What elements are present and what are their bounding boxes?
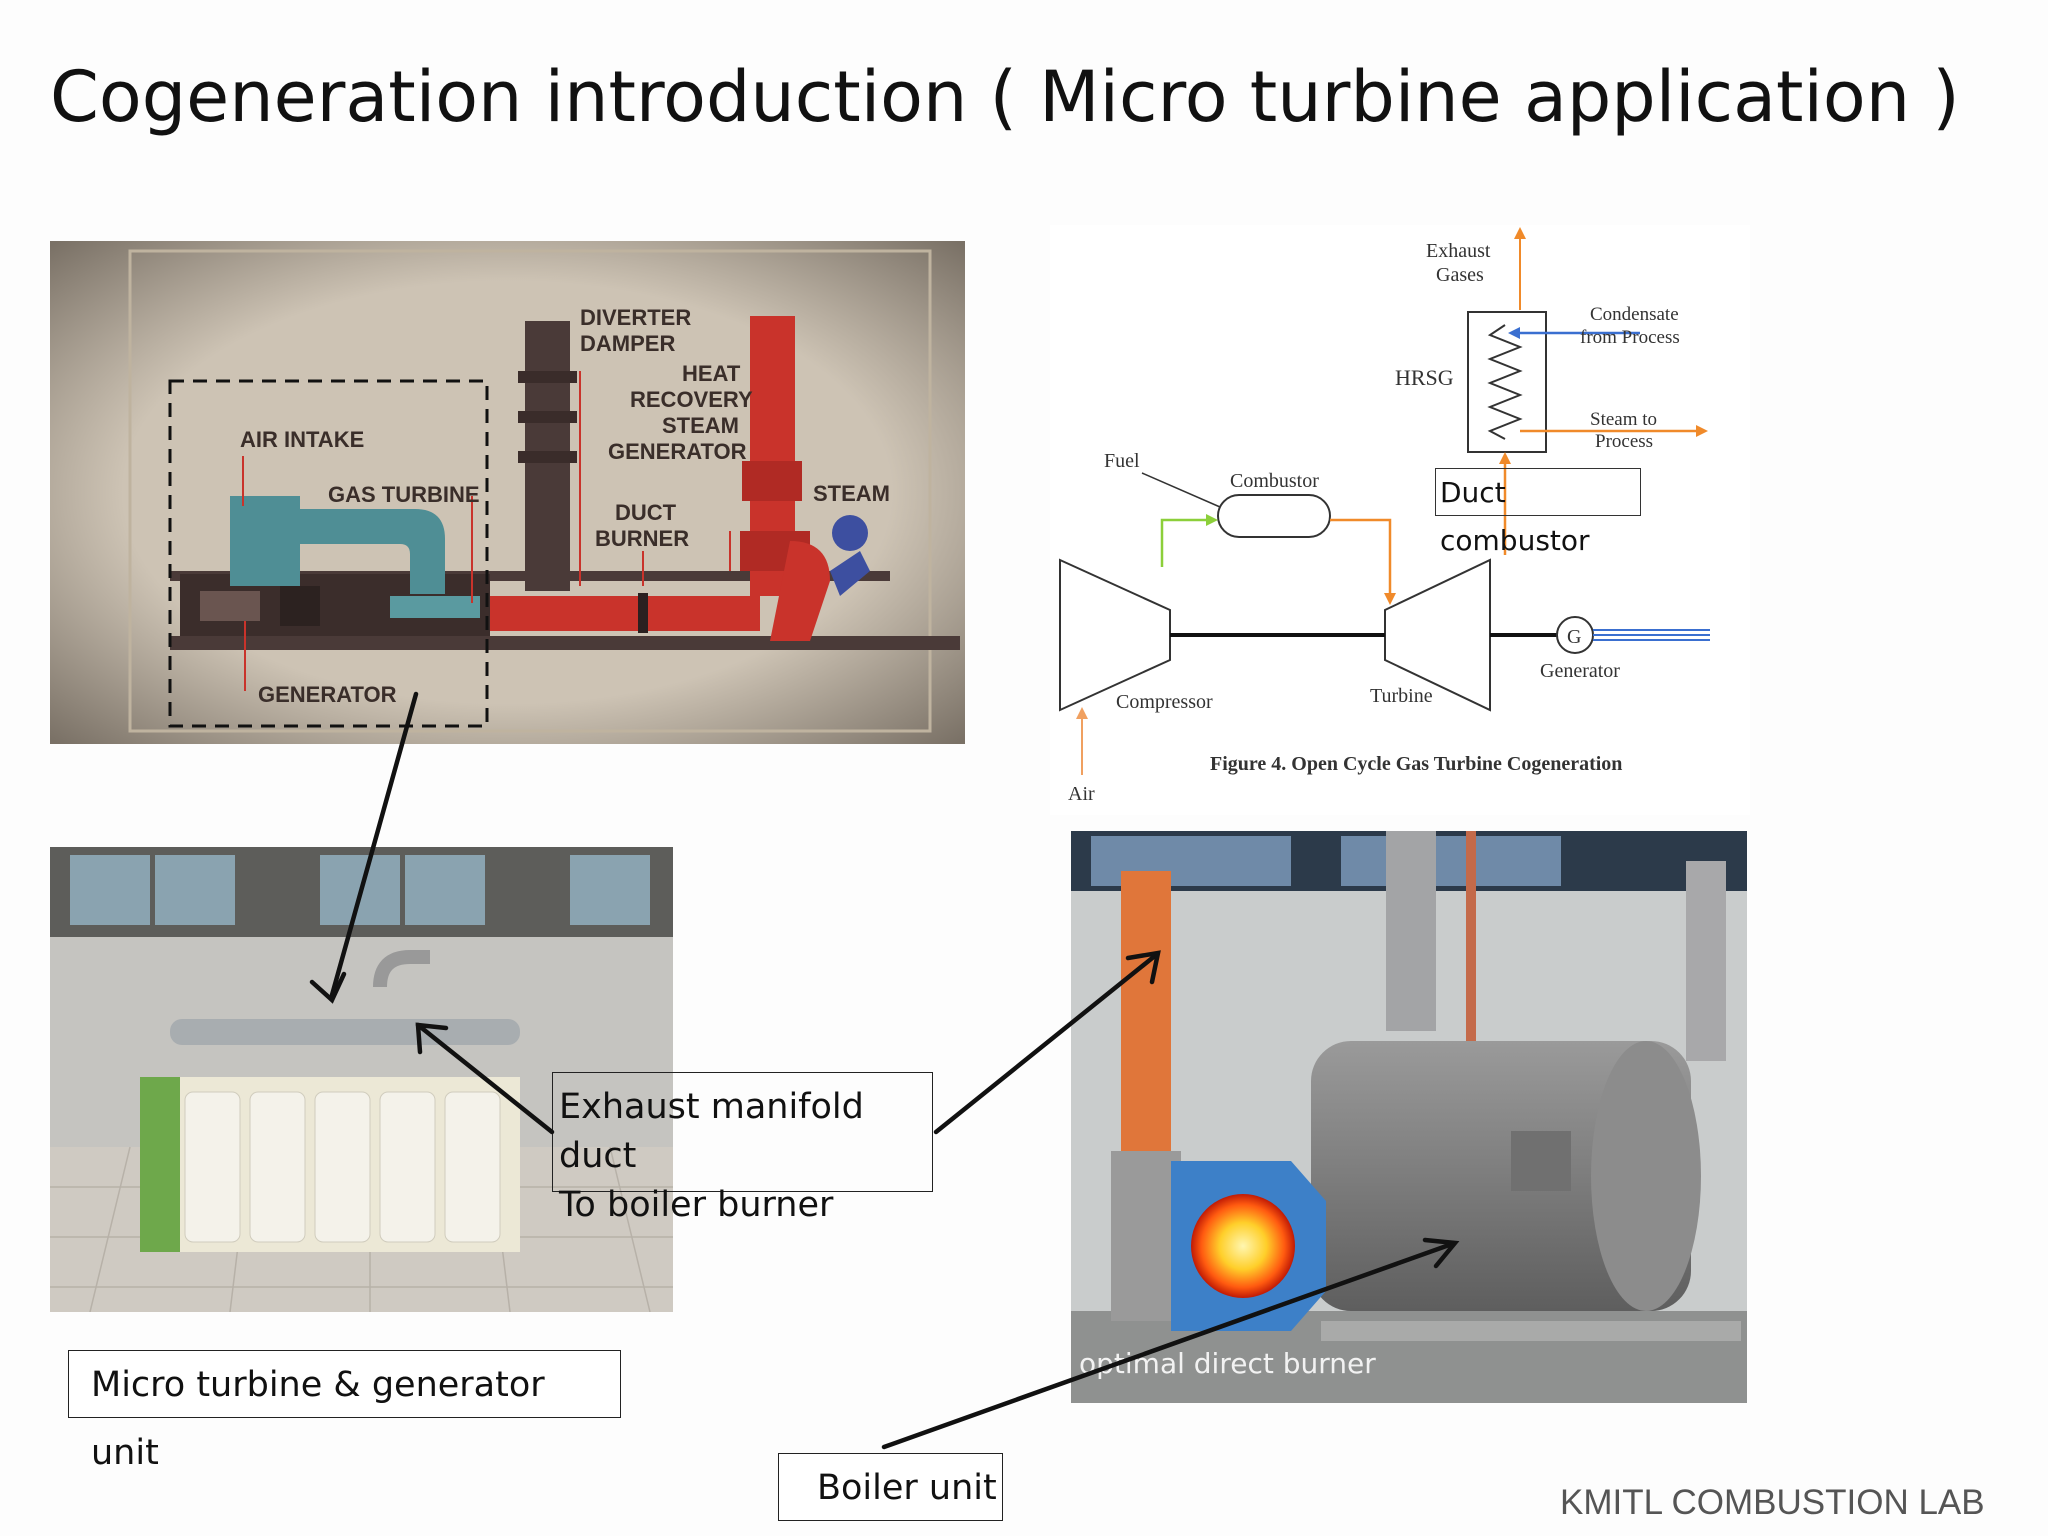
air-intake-label: AIR INTAKE: [240, 427, 364, 452]
footer-lab-name: KMITL COMBUSTION LAB: [1560, 1483, 1985, 1522]
air-label: Air: [1068, 783, 1095, 805]
boiler-caption: optimal direct burner: [1079, 1347, 1376, 1380]
boiler-unit-callout: Boiler unit: [778, 1453, 1003, 1521]
steam-to-process-label-1: Steam to: [1590, 409, 1657, 430]
boiler-photo: optimal direct burner: [1071, 831, 1747, 1403]
hrsg-label: HRSG: [1395, 365, 1454, 390]
exhaust-gases-label-2: Gases: [1436, 264, 1484, 286]
open-cycle-diagram: Exhaust Gases HRSG Condensate from Proce…: [1050, 225, 1750, 815]
compressor-label: Compressor: [1116, 691, 1213, 713]
combustor-label: Combustor: [1230, 470, 1319, 492]
micro-turbine-unit-callout: Micro turbine & generator unit: [68, 1350, 621, 1473]
steam-label: STEAM: [813, 481, 890, 506]
fuel-label: Fuel: [1104, 450, 1140, 472]
diverter-damper-label-2: DAMPER: [580, 331, 675, 356]
generator-symbol: G: [1567, 626, 1581, 648]
duct-burner-label-1: DUCT: [615, 500, 677, 525]
generator-label: GENERATOR: [258, 682, 397, 707]
exhaust-manifold-callout: Exhaust manifold duct To boiler burner: [552, 1072, 933, 1225]
exhaust-gases-label-1: Exhaust: [1426, 240, 1491, 262]
hrsg-label-4: GENERATOR: [608, 439, 747, 464]
condensate-label-1: Condensate: [1590, 304, 1679, 325]
cogeneration-schematic-image: AIR INTAKE GAS TURBINE GENERATOR DIVERTE…: [50, 241, 965, 744]
duct-combustor-callout: Duct combustor: [1435, 468, 1641, 557]
diverter-damper-label-1: DIVERTER: [580, 305, 691, 330]
turbine-label: Turbine: [1370, 685, 1433, 707]
gas-turbine-label: GAS TURBINE: [328, 482, 480, 507]
hrsg-label-3: STEAM: [662, 413, 739, 438]
figure-caption: Figure 4. Open Cycle Gas Turbine Cogener…: [1210, 753, 1622, 775]
generator-text-label: Generator: [1540, 660, 1620, 682]
exhaust-callout-line-2: To boiler burner: [559, 1185, 834, 1225]
condensate-label-2: from Process: [1580, 327, 1680, 348]
exhaust-callout-line-1: Exhaust manifold duct: [559, 1087, 864, 1176]
duct-burner-label-2: BURNER: [595, 526, 689, 551]
steam-to-process-label-2: Process: [1595, 431, 1653, 452]
hrsg-label-2: RECOVERY: [630, 387, 753, 412]
hrsg-label-1: HEAT: [682, 361, 741, 386]
slide-title: Cogeneration introduction ( Micro turbin…: [50, 56, 1960, 138]
